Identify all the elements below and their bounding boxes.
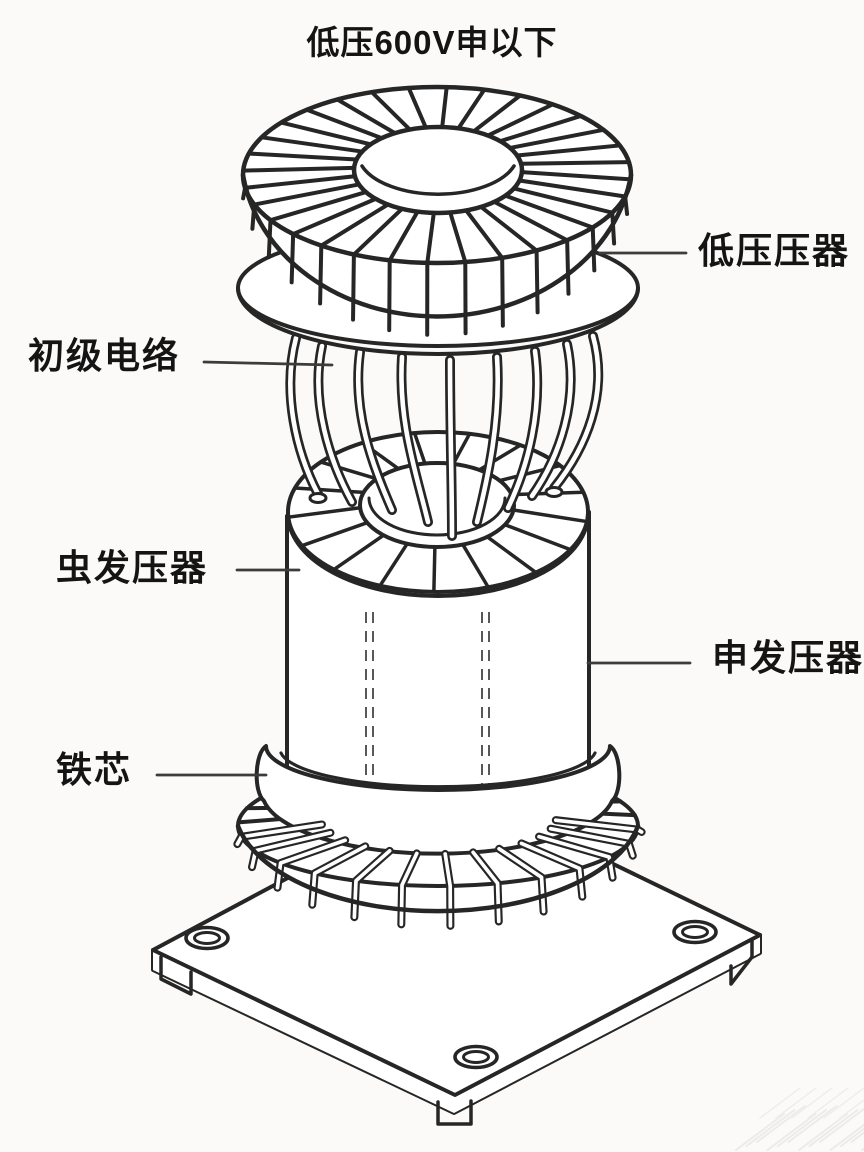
watermark-hatch xyxy=(735,1087,864,1151)
top-toroid xyxy=(240,84,634,337)
label-low-voltage-winding: 低压压器 xyxy=(698,230,851,271)
label-primary-wires: 初级电络 xyxy=(28,335,181,376)
primary-wires xyxy=(285,331,604,541)
bottom-toroid-front xyxy=(233,816,646,930)
diagram-title: 低压600V申以下 xyxy=(306,24,558,61)
leader-lines xyxy=(155,251,692,777)
label-main-winding: 申发压器 xyxy=(712,637,864,678)
label-mid-winding: 虫发压器 xyxy=(56,547,209,588)
label-iron-core: 铁芯 xyxy=(56,749,133,790)
